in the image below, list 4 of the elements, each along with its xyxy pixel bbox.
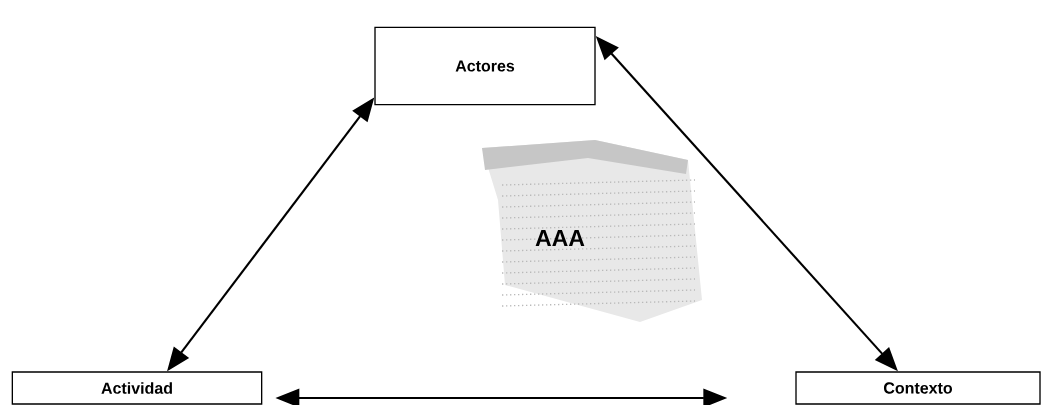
center-label: AAA	[535, 230, 585, 246]
process-box: Actividad	[11, 371, 263, 405]
process-box: Contexto	[795, 371, 1041, 405]
process-box: Actores	[374, 26, 596, 106]
